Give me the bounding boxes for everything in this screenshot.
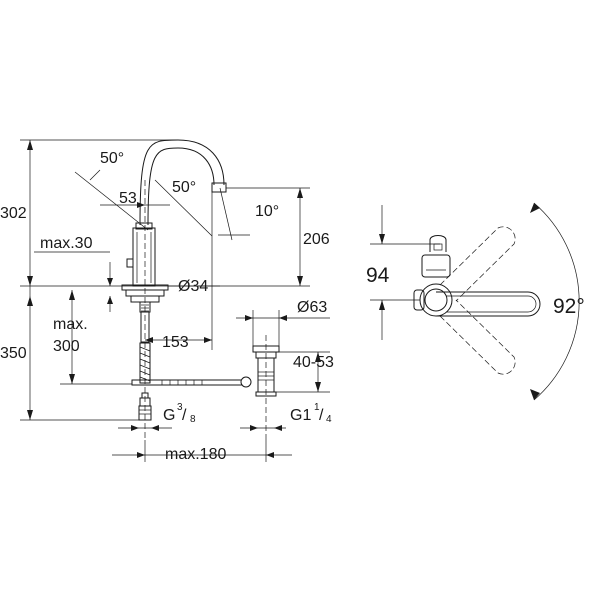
- label-waste-diameter: Ø63: [297, 299, 327, 316]
- label-max-deck: max.30: [40, 235, 93, 252]
- swivel-outline: [439, 226, 516, 375]
- handle-body: [413, 235, 453, 317]
- label-inlet-slash: /: [182, 407, 187, 424]
- label-angle-spout: 50°: [172, 179, 196, 196]
- label-waste-den: 4: [326, 414, 332, 425]
- popup-rod: [131, 376, 252, 388]
- label-reach: 153: [162, 334, 189, 351]
- label-waste-range: 40-53: [293, 354, 334, 371]
- handle-height-dimension: [370, 205, 440, 340]
- label-max-width: max.180: [165, 446, 226, 463]
- label-height-total: 302: [0, 205, 27, 222]
- label-max-depth-2: 300: [53, 338, 80, 355]
- swivel-arc: [530, 202, 580, 401]
- flexible-hose: [138, 311, 152, 421]
- top-view: 94 92°: [366, 202, 585, 401]
- waste-valve: [252, 335, 280, 440]
- label-waste-thread: G1: [290, 407, 311, 424]
- label-spout-offset: 53: [119, 190, 137, 207]
- label-lower-height: 350: [0, 345, 27, 362]
- label-angle-top: 50°: [100, 150, 124, 167]
- label-swivel-angle: 92°: [553, 295, 585, 318]
- label-handle-height: 94: [366, 264, 390, 287]
- label-angle-outlet: 10°: [255, 203, 279, 220]
- tap-body: [121, 180, 169, 440]
- label-spout-height: 206: [303, 231, 330, 248]
- dimension-lines: [20, 139, 330, 462]
- label-max-depth-1: max.: [53, 316, 88, 333]
- handle-lever: [436, 291, 541, 317]
- label-waste-num: 1: [314, 402, 320, 413]
- label-waste-slash: /: [319, 407, 324, 424]
- label-inlet-num: 3: [177, 402, 183, 413]
- side-view-labels: 302 50° 50° 53 10° 206 max.30 Ø34 350 ma…: [0, 150, 334, 463]
- label-base-diameter: Ø34: [178, 278, 208, 295]
- label-inlet-thread: G: [163, 407, 175, 424]
- side-view: 302 50° 50° 53 10° 206 max.30 Ø34 350 ma…: [0, 139, 334, 463]
- label-inlet-den: 8: [190, 414, 196, 425]
